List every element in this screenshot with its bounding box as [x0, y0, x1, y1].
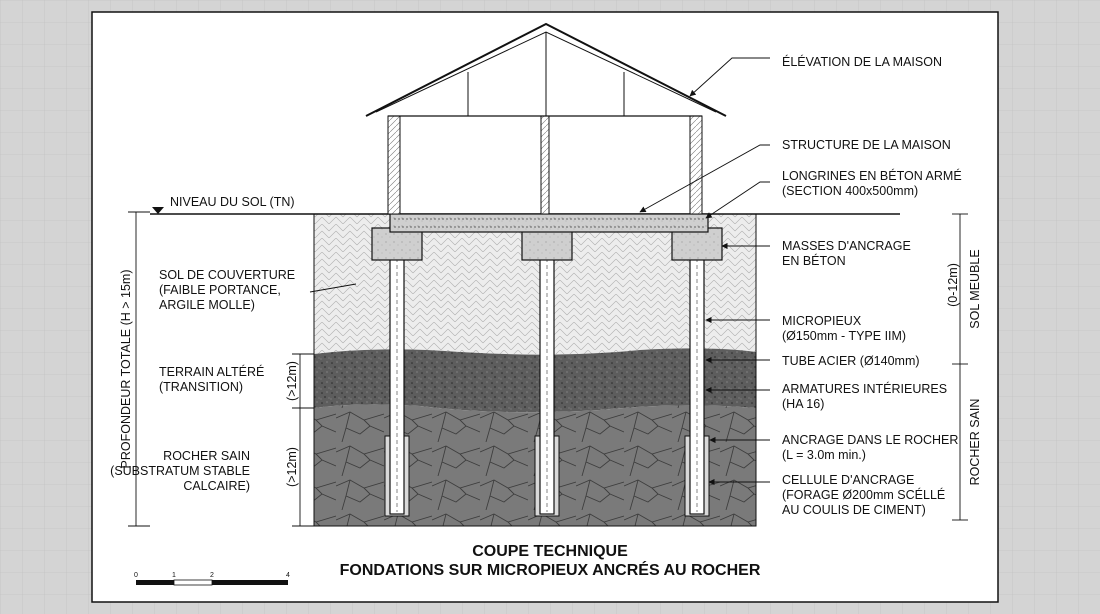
label-altered-2: (TRANSITION) — [159, 380, 243, 394]
label-beams-1: LONGRINES EN BÉTON ARMÉ — [782, 168, 962, 183]
dim-sound-rock: ROCHER SAIN — [968, 399, 982, 486]
title-line-2: FONDATIONS SUR MICROPIEUX ANCRÉS AU ROCH… — [340, 560, 761, 579]
label-altered-1: TERRAIN ALTÉRÉ — [159, 364, 264, 379]
label-micropiles-2: (Ø150mm - TYPE IIM) — [782, 329, 906, 343]
label-steel-tube: TUBE ACIER (Ø140mm) — [782, 354, 920, 368]
label-rock-anchor-1: ANCRAGE DANS LE ROCHER — [782, 433, 958, 447]
label-anchor-masses-1: MASSES D'ANCRAGE — [782, 239, 911, 253]
label-rock-1: ROCHER SAIN — [163, 449, 250, 463]
label-inner-rebar-2: (HA 16) — [782, 397, 824, 411]
label-cover-3: ARGILE MOLLE) — [159, 298, 255, 312]
scale-bar — [136, 579, 288, 586]
anchor-mass-middle — [521, 227, 573, 261]
label-rock-3: CALCAIRE) — [183, 479, 250, 493]
grade-beam — [389, 213, 709, 233]
roof-outer — [365, 22, 727, 117]
label-ground-level: NIVEAU DU SOL (TN) — [170, 195, 295, 209]
label-beams-2: (SECTION 400x500mm) — [782, 184, 918, 198]
dim-rock-depth: (>12m) — [285, 447, 299, 487]
scale-segment-2 — [173, 579, 213, 586]
altered-soil-layer — [314, 348, 756, 413]
wall-left — [387, 115, 401, 215]
anchor-mass-right — [671, 227, 723, 261]
dim-altered-depth: (>12m) — [285, 361, 299, 401]
label-anchor-cell-2: (FORAGE Ø200mm SCÉLLÉ — [782, 487, 945, 502]
title-line-1: COUPE TECHNIQUE — [472, 543, 628, 560]
leader-house-elevation — [689, 57, 770, 97]
anchor-mass-left — [371, 227, 423, 261]
label-anchor-masses-2: EN BÉTON — [782, 253, 846, 268]
leader-soil-cover — [309, 283, 357, 293]
ground-level-marker-icon — [152, 207, 164, 214]
label-cover-2: (FAIBLE PORTANCE, — [159, 283, 281, 297]
scale-tick-4: 4 — [286, 572, 290, 579]
wall-right — [689, 115, 703, 215]
wall-middle — [540, 115, 550, 215]
label-cover-1: SOL DE COUVERTURE — [159, 268, 295, 282]
label-house-structure: STRUCTURE DE LA MAISON — [782, 138, 951, 152]
dim-total-depth: PROFONDEUR TOTALE (H > 15m) — [119, 270, 133, 469]
dim-loose-range: (0-12m) — [946, 263, 960, 307]
leader-beams — [705, 181, 770, 219]
scale-segment-3 — [212, 580, 288, 585]
scale-tick-0: 0 — [134, 572, 138, 579]
label-rock-anchor-2: (L = 3.0m min.) — [782, 448, 866, 462]
label-anchor-cell-3: AU COULIS DE CIMENT) — [782, 503, 926, 517]
dim-loose-soil: SOL MEUBLE — [968, 249, 982, 328]
label-house-elevation: ÉLÉVATION DE LA MAISON — [782, 54, 942, 69]
label-rock-2: (SUBSTRATUM STABLE — [110, 464, 250, 478]
label-micropiles-1: MICROPIEUX — [782, 314, 862, 328]
leader-house-structure — [639, 144, 770, 213]
scale-tick-1: 1 — [172, 572, 176, 579]
label-inner-rebar-1: ARMATURES INTÉRIEURES — [782, 381, 947, 396]
scale-tick-2: 2 — [210, 572, 214, 579]
label-anchor-cell-1: CELLULE D'ANCRAGE — [782, 473, 914, 487]
scale-segment-1 — [136, 580, 174, 585]
